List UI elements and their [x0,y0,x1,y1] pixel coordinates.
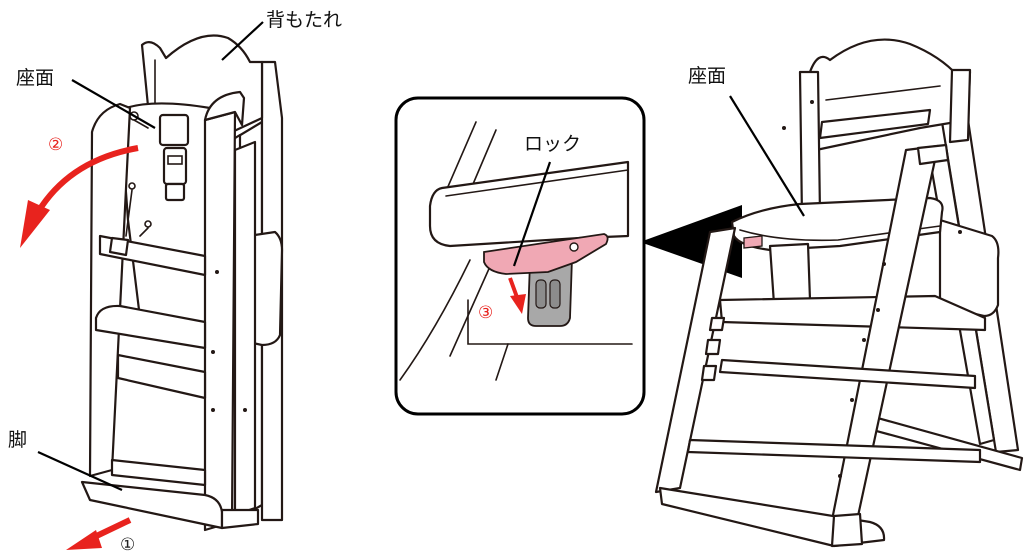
arrow-step-1 [66,517,132,550]
label-lock: ロック [524,133,581,155]
label-backrest: 背もたれ [266,9,342,31]
front-leg-right [203,110,237,532]
lock-detail-callout [394,96,742,416]
step-3-marker: ③ [478,303,493,323]
front-leg-left [88,102,132,478]
front-leg-right-a [654,226,737,494]
label-seat-right: 座面 [688,65,726,87]
folded-chair [80,34,284,532]
assembled-chair [654,38,1024,548]
base-runner [80,480,224,530]
arrow-step-2 [20,145,139,248]
step-1-marker: ① [120,535,135,555]
label-seat-left: 座面 [16,67,54,89]
harness-buckle [125,111,190,237]
label-leg: 脚 [8,429,27,451]
step-2-marker: ② [48,135,63,155]
